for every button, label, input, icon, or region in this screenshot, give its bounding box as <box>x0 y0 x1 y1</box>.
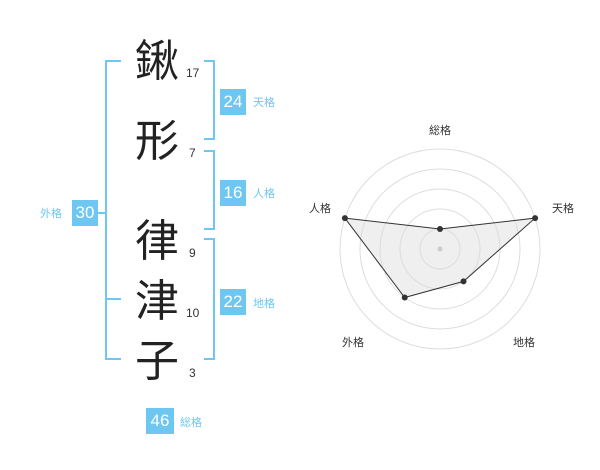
gaikaku-bracket-top <box>105 60 121 62</box>
radar-point-2 <box>532 215 539 222</box>
tenkaku-bracket-vertical <box>213 60 215 140</box>
radar-label-jinkaku: 人格 <box>309 201 331 215</box>
gaikaku-bracket-vertical <box>105 60 107 360</box>
jinkaku-bracket-top <box>204 150 215 152</box>
radar-chart: 総格 天格 地格 外格 人格 <box>309 123 574 350</box>
gaikaku-label: 外格 <box>40 207 62 220</box>
radar-center-dot <box>437 246 443 252</box>
chikaku-bracket-bottom <box>204 358 215 360</box>
stroke-count-2: 7 <box>189 146 196 160</box>
soukaku-value-badge: 46 <box>146 408 174 434</box>
radar-label-tenkaku: 天格 <box>552 201 574 215</box>
radar-label-gaikaku: 外格 <box>342 335 364 349</box>
chikaku-bracket-vertical <box>213 238 215 360</box>
tenkaku-label: 天格 <box>253 96 275 109</box>
name-char-1: 鍬 <box>135 36 179 87</box>
tenkaku-bracket-top <box>204 60 215 62</box>
gaikaku-bracket-mid <box>105 298 121 300</box>
gaikaku-bracket-bottom <box>105 358 121 360</box>
jinkaku-value-badge: 16 <box>220 180 246 206</box>
tenkaku-value-badge: 24 <box>220 89 246 115</box>
name-char-2: 形 <box>135 116 179 167</box>
radar-grid-ring-5 <box>339 148 541 350</box>
tenkaku-bracket-bottom <box>204 138 215 140</box>
gaikaku-value-badge: 30 <box>72 200 98 226</box>
radar-grid-ring-2 <box>399 208 481 290</box>
radar-point-1 <box>437 226 443 232</box>
jinkaku-label: 人格 <box>253 187 275 200</box>
soukaku-label: 総格 <box>180 416 202 429</box>
radar-label-chikaku: 地格 <box>513 335 535 349</box>
radar-data-polygon <box>343 217 537 299</box>
chikaku-bracket-top <box>204 238 215 240</box>
radar-point-4 <box>401 294 408 301</box>
stroke-count-3: 9 <box>189 246 196 260</box>
gaikaku-connector <box>98 212 107 214</box>
radar-point-3 <box>460 278 467 285</box>
chikaku-label: 地格 <box>253 297 275 310</box>
stroke-count-5: 3 <box>189 366 196 380</box>
jinkaku-bracket-bottom <box>204 228 215 230</box>
chikaku-value-badge: 22 <box>220 289 246 315</box>
radar-points <box>341 215 539 301</box>
name-char-4: 津 <box>135 276 179 327</box>
radar-point-5 <box>341 215 348 222</box>
jinkaku-bracket-vertical <box>213 150 215 230</box>
radar-label-soukaku: 総格 <box>429 123 451 137</box>
radar-grid-ring-4 <box>359 168 521 330</box>
name-char-5: 子 <box>135 336 179 387</box>
name-char-3: 律 <box>135 216 179 267</box>
stroke-count-4: 10 <box>186 306 200 320</box>
stroke-count-1: 17 <box>186 66 200 80</box>
